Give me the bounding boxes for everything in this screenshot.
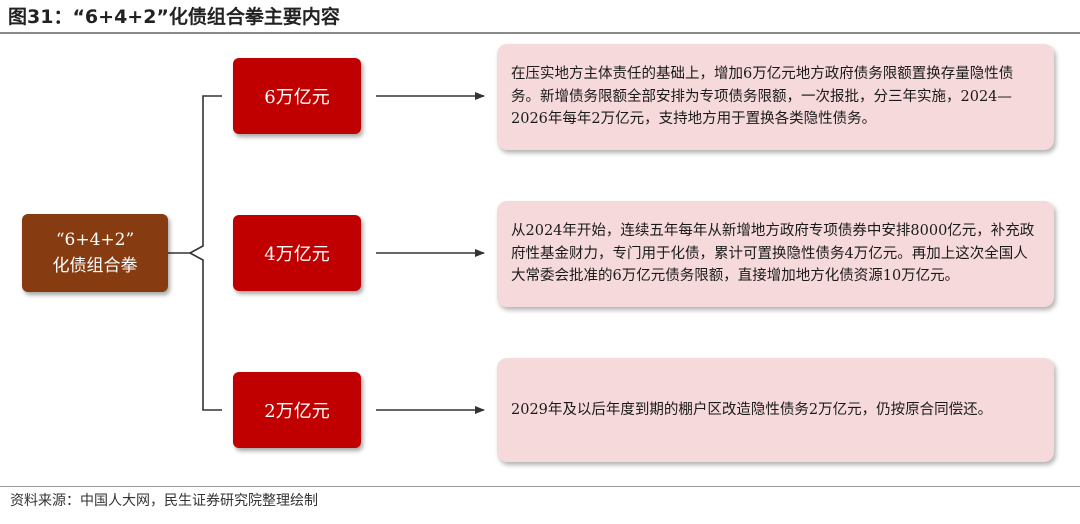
description-text-6: 在压实地方主体责任的基础上，增加6万亿元地方政府债务限额置换存量隐性债务。新增债…	[511, 66, 1014, 128]
figure-title: 图31：“6+4+2”化债组合拳主要内容	[8, 6, 340, 28]
footer-divider	[0, 486, 1080, 487]
amount-node-2: 2万亿元	[233, 372, 361, 448]
root-line2: 化债组合拳	[52, 256, 138, 276]
root-line1: “6+4+2”	[55, 230, 135, 250]
bracket-connector	[188, 95, 222, 411]
amount-node-4: 4万亿元	[233, 215, 361, 291]
source-note: 资料来源：中国人大网，民生证券研究院整理绘制	[10, 493, 318, 509]
description-node-2: 2029年及以后年度到期的棚户区改造隐性债务2万亿元，仍按原合同偿还。	[497, 358, 1054, 462]
amount-node-6: 6万亿元	[233, 58, 361, 134]
description-node-4: 从2024年开始，连续五年每年从新增地方政府专项债券中安排8000亿元，补充政府…	[497, 201, 1054, 307]
description-text-4: 从2024年开始，连续五年每年从新增地方政府专项债券中安排8000亿元，补充政府…	[511, 223, 1035, 285]
root-node: “6+4+2” 化债组合拳	[22, 214, 168, 292]
title-divider	[0, 32, 1080, 34]
description-text-2: 2029年及以后年度到期的棚户区改造隐性债务2万亿元，仍按原合同偿还。	[511, 401, 993, 418]
description-node-6: 在压实地方主体责任的基础上，增加6万亿元地方政府债务限额置换存量隐性债务。新增债…	[497, 44, 1054, 150]
